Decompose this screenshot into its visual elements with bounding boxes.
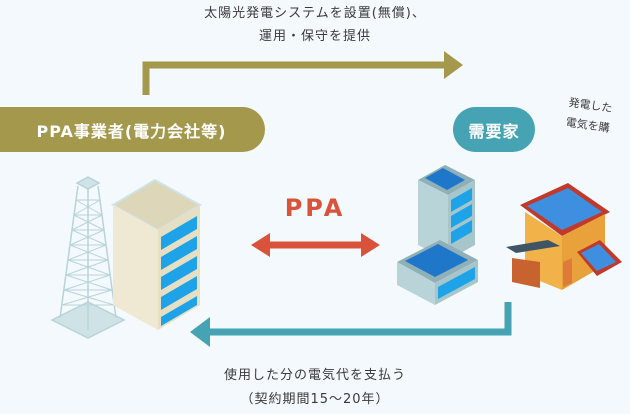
ppa-provider-label: PPA事業者(電力会社等) (36, 121, 227, 141)
consumer-note: 発電した 電気を購 (564, 93, 613, 139)
payment-flow-arrow (190, 302, 512, 347)
ppa-provider-badge: PPA事業者(電力会社等) (0, 107, 265, 152)
solar-house-icon (506, 183, 622, 290)
solar-office-building-icon (397, 165, 478, 305)
service-description-line2: 運用・保守を提供 (258, 29, 371, 44)
consumer-badge: 需要家 (453, 107, 535, 152)
payment-description-line1: 使用した分の電気代を支払う (223, 368, 406, 383)
consumer-label: 需要家 (468, 121, 520, 141)
service-description: 太陽光発電システムを設置(無償)、 運用・保守を提供 (150, 2, 480, 48)
payment-description: 使用した分の電気代を支払う （契約期間15～20年） (180, 364, 450, 412)
office-building-icon (110, 178, 203, 330)
payment-description-line2: （契約期間15～20年） (240, 392, 390, 407)
ppa-label: PPA (284, 194, 346, 222)
service-description-line1: 太陽光発電システムを設置(無償)、 (204, 6, 426, 21)
service-flow-arrow (142, 51, 463, 95)
ppa-double-arrow (251, 233, 380, 257)
